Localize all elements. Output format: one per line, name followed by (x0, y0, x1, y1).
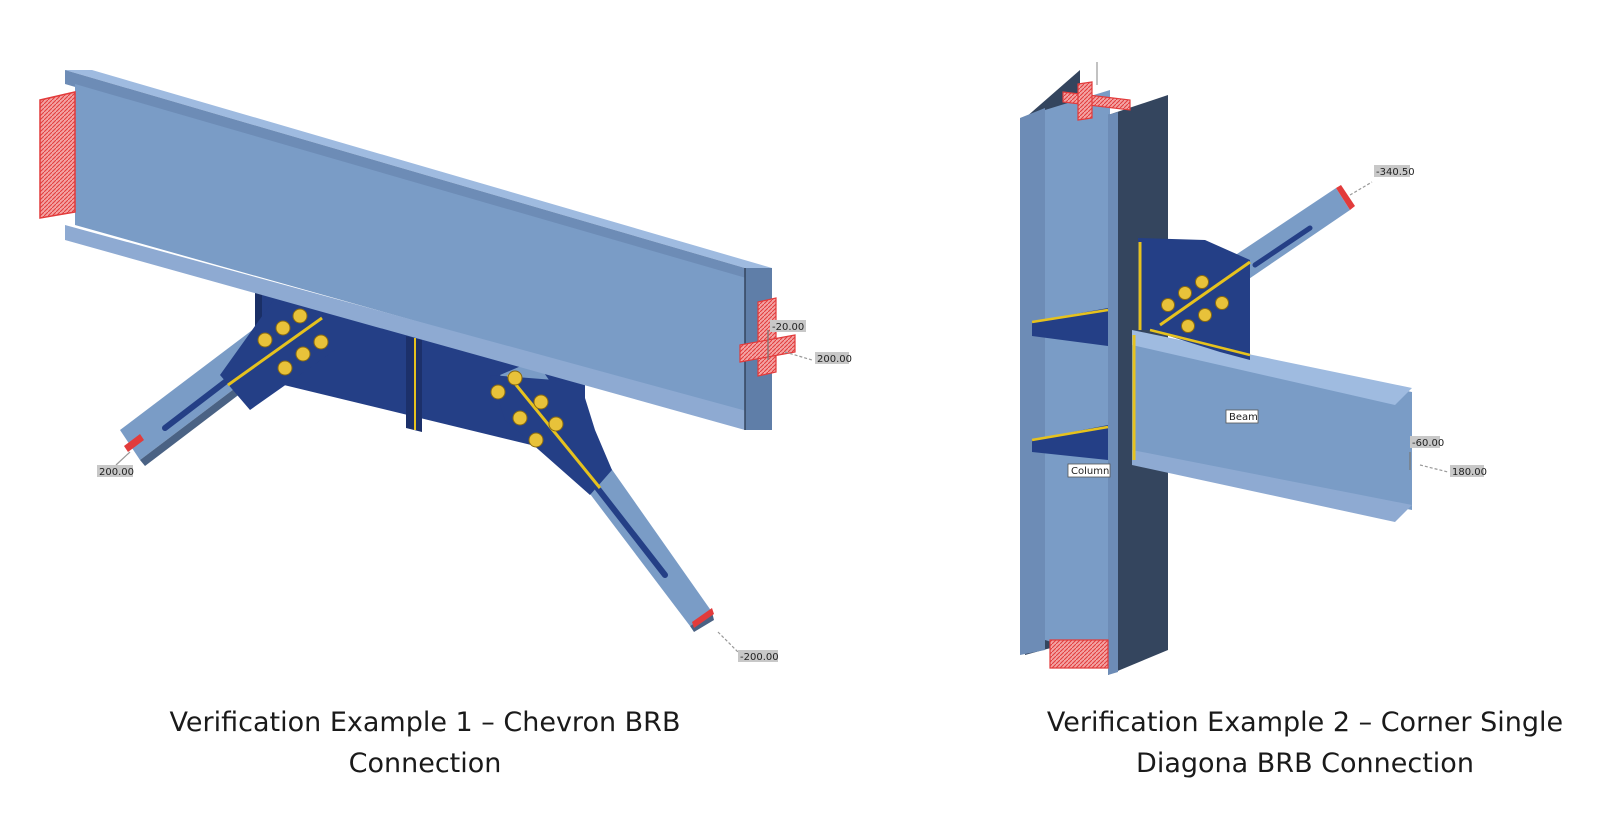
gusset-bolt-group (1161, 275, 1229, 333)
corner-brb-model: Beam Column -340.50 -60.00 180.00 (1020, 62, 1487, 675)
beam-bottom-flange (65, 225, 772, 430)
example2-caption-line1: Verification Example 2 – Corner Single (1046, 707, 1564, 738)
beam-bottom-flange (1132, 450, 1412, 522)
load-beam-axial: 180.00 (1452, 467, 1487, 478)
load-right-brace: -200.00 (740, 652, 779, 663)
beam-top-flange (1132, 330, 1412, 405)
example2-figure: Beam Column -340.50 -60.00 180.00 (1000, 0, 1600, 830)
example1-caption-line1: Verification Example 1 – Chevron BRB (169, 707, 681, 738)
right-end-load-face (757, 297, 777, 377)
column-label: Column (1071, 466, 1109, 477)
column-web (1045, 90, 1110, 660)
beam-web (75, 84, 760, 418)
load-right-axial: 200.00 (817, 354, 852, 365)
example1-caption: Verification Example 1 – Chevron BRB Con… (100, 702, 750, 784)
corner-gusset (1138, 238, 1250, 360)
example1-figure: -20.00 200.00 200.00 -200.00 (39, 70, 852, 663)
right-brace-load-marker (692, 608, 714, 628)
load-right-vertical: -20.00 (772, 322, 804, 333)
load-brace: -340.50 (1376, 167, 1415, 178)
brace-load-marker (1336, 185, 1355, 210)
load-beam-vertical: -60.00 (1412, 438, 1444, 449)
load-left-brace: 200.00 (99, 467, 134, 478)
column-stiffener-bottom (1032, 425, 1108, 460)
example2-caption: Verification Example 2 – Corner Single D… (1020, 702, 1590, 784)
diagonal-brace (1225, 188, 1350, 285)
left-end-load-face (39, 91, 76, 219)
beam-top-flange (65, 70, 772, 268)
example2-caption-line2: Diagona BRB Connection (1136, 748, 1474, 779)
column-bottom-load-face (1049, 639, 1109, 669)
beam-label: Beam (1229, 412, 1258, 423)
chevron-brb-model: -20.00 200.00 200.00 -200.00 (39, 70, 852, 663)
left-brace-load-marker (124, 434, 144, 452)
example1-caption-line2: Connection (348, 748, 502, 779)
left-bolt-group (257, 308, 329, 376)
right-bolt-group (490, 370, 564, 448)
column-stiffener-top (1032, 308, 1108, 346)
left-gusset (220, 298, 335, 410)
